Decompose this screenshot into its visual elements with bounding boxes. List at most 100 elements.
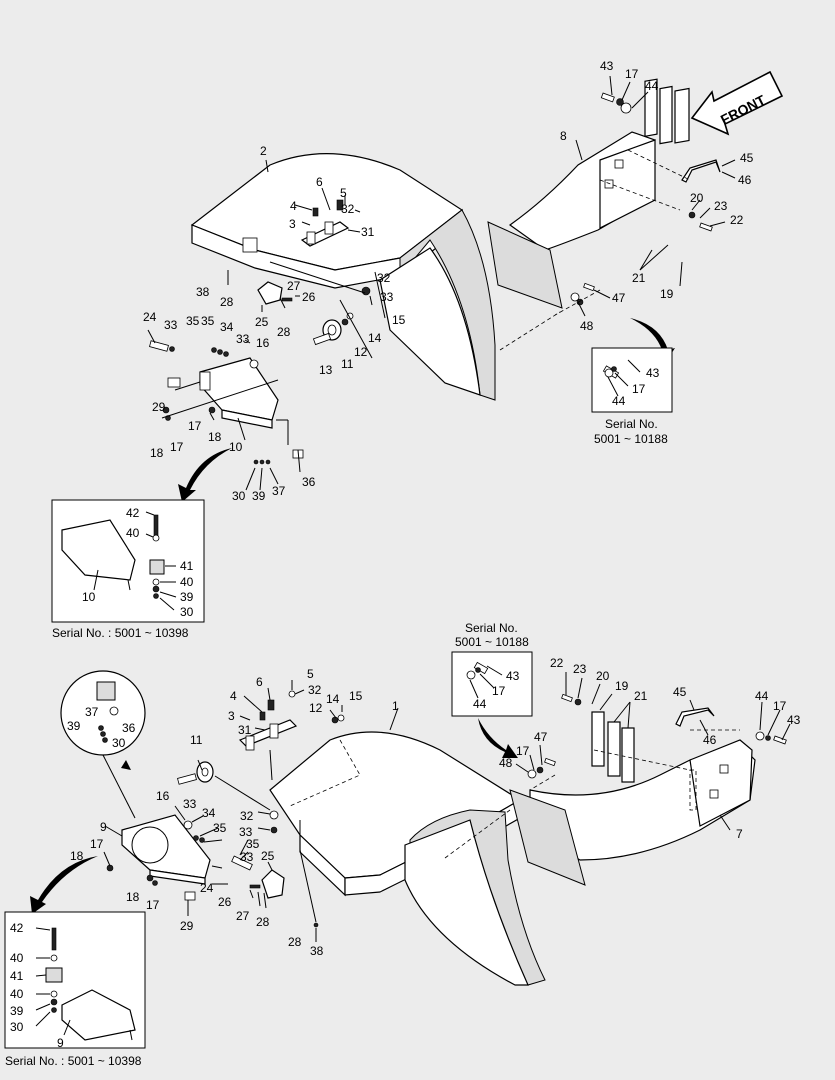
- fasteners-lower-left: [106, 810, 319, 928]
- callout-48: 48: [499, 756, 513, 770]
- front-direction-arrow: FRONT: [690, 70, 784, 136]
- callout-5: 5: [340, 186, 347, 200]
- reference-arrow-lower-left: [30, 856, 98, 914]
- callout-23: 23: [714, 199, 728, 213]
- bracket-part-31-upper: [300, 199, 350, 247]
- callout-30: 30: [180, 605, 194, 619]
- callout-26: 26: [302, 290, 316, 304]
- callout-32: 32: [377, 271, 391, 285]
- callout-33: 33: [240, 850, 254, 864]
- serial-note-upper-right-line1: Serial No.: [605, 417, 658, 431]
- callout-15: 15: [392, 313, 406, 327]
- callout-38: 38: [310, 944, 324, 958]
- callout-7: 7: [736, 827, 743, 841]
- callout-20: 20: [690, 191, 704, 205]
- plate-21-upper: [644, 78, 673, 145]
- zoom-detail-circle: [60, 670, 146, 819]
- plate-19-lower: [591, 711, 605, 767]
- callout-46: 46: [738, 173, 752, 187]
- fasteners-upper-right: [570, 92, 713, 306]
- fender-part-1: [269, 731, 546, 986]
- callout-29: 29: [152, 400, 166, 414]
- roller-part-11-upper: [312, 286, 371, 346]
- callout-40: 40: [10, 987, 24, 1001]
- callout-19: 19: [660, 287, 674, 301]
- callout-17: 17: [625, 67, 639, 81]
- callout-40: 40: [126, 526, 140, 540]
- callout-24: 24: [143, 310, 157, 324]
- reference-arrow-upper-left: [178, 448, 232, 502]
- bracket-part-7: [509, 739, 756, 886]
- bracket-part-9-lower: [121, 814, 211, 885]
- callout-36: 36: [302, 475, 316, 489]
- callout-37: 37: [85, 705, 99, 719]
- callout-26: 26: [218, 895, 232, 909]
- callout-17: 17: [146, 898, 160, 912]
- callout-10: 10: [229, 440, 243, 454]
- callout-16: 16: [156, 789, 170, 803]
- callout-40: 40: [180, 575, 194, 589]
- callout-39: 39: [180, 590, 194, 604]
- callout-17: 17: [492, 684, 506, 698]
- handle-part-45-lower: [675, 707, 715, 727]
- callout-33: 33: [164, 318, 178, 332]
- callout-32: 32: [308, 683, 322, 697]
- fender-part-2: [190, 153, 496, 401]
- callout-9: 9: [57, 1036, 64, 1050]
- callout-18: 18: [70, 849, 84, 863]
- callout-17: 17: [632, 382, 646, 396]
- callout-6: 6: [316, 175, 323, 189]
- callout-48: 48: [580, 319, 594, 333]
- callout-47: 47: [612, 291, 626, 305]
- callout-12: 12: [354, 345, 368, 359]
- callout-17: 17: [773, 699, 787, 713]
- callout-45: 45: [673, 685, 687, 699]
- plate-21-lower: [607, 721, 635, 783]
- callout-27: 27: [236, 909, 250, 923]
- callout-1: 1: [392, 699, 399, 713]
- callout-4: 4: [290, 199, 297, 213]
- callout-19: 19: [615, 679, 629, 693]
- callout-35: 35: [201, 314, 215, 328]
- callout-18: 18: [208, 430, 222, 444]
- callout-44: 44: [755, 689, 769, 703]
- callout-14: 14: [326, 692, 340, 706]
- callout-3: 3: [289, 217, 296, 231]
- callout-22: 22: [730, 213, 744, 227]
- callout-25: 25: [255, 315, 269, 329]
- callout-41: 41: [10, 969, 24, 983]
- serial-note-lower-right-line1: Serial No.: [465, 621, 518, 635]
- callout-32: 32: [341, 202, 355, 216]
- callout-35: 35: [213, 821, 227, 835]
- callout-36: 36: [122, 721, 136, 735]
- callout-18: 18: [150, 446, 164, 460]
- callout-33: 33: [183, 797, 197, 811]
- callout-5: 5: [307, 667, 314, 681]
- handle-part-45-upper: [681, 159, 721, 183]
- callout-17: 17: [90, 837, 104, 851]
- bracket-part-10-upper: [199, 357, 279, 429]
- detail-box-upper-right: [591, 347, 673, 413]
- callout-33: 33: [239, 825, 253, 839]
- callout-2: 2: [260, 144, 267, 158]
- leader-lines-lower: [103, 672, 791, 942]
- callout-43: 43: [600, 59, 614, 73]
- bracket-part-25-lower: [231, 855, 285, 899]
- bracket-part-25-upper: [257, 281, 293, 305]
- plate-19-upper: [674, 87, 690, 144]
- callout-31: 31: [361, 225, 375, 239]
- serial-note-lower-left: Serial No. : 5001 ~ 10398: [5, 1054, 142, 1068]
- callout-28: 28: [277, 325, 291, 339]
- callout-15: 15: [349, 689, 363, 703]
- callout-21: 21: [634, 689, 648, 703]
- callout-37: 37: [272, 484, 286, 498]
- callout-27: 27: [287, 279, 301, 293]
- callout-16: 16: [256, 336, 270, 350]
- callout-44: 44: [645, 79, 659, 93]
- callout-30: 30: [232, 489, 246, 503]
- callout-14: 14: [368, 331, 382, 345]
- detail-box-upper-left: [51, 499, 205, 623]
- callout-39: 39: [67, 719, 81, 733]
- callout-43: 43: [787, 713, 801, 727]
